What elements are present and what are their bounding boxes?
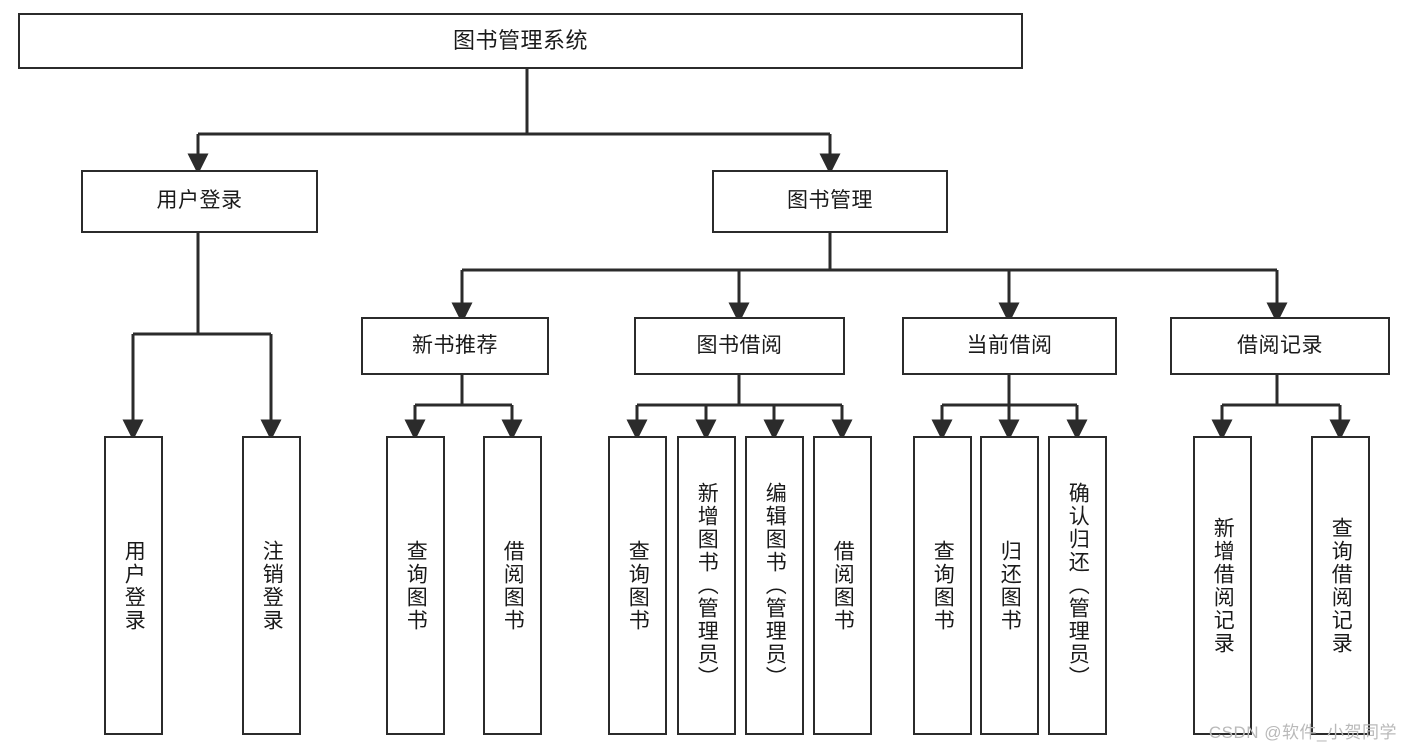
node-label: 图书管理系统 — [452, 28, 588, 54]
node-leaf-add-borrow-record[interactable]: 新增借阅记录 — [1193, 436, 1252, 735]
node-label: 新增借阅记录 — [1211, 516, 1235, 655]
node-label: 查询图书 — [931, 539, 955, 632]
node-root-system[interactable]: 图书管理系统 — [18, 13, 1023, 69]
node-label: 用户登录 — [122, 539, 146, 632]
node-leaf-query-borrow-record[interactable]: 查询借阅记录 — [1311, 436, 1370, 735]
node-label: 查询图书 — [404, 539, 428, 632]
node-leaf-return-book[interactable]: 归还图书 — [980, 436, 1039, 735]
node-book-management[interactable]: 图书管理 — [712, 170, 948, 233]
node-leaf-confirm-return-admin[interactable]: 确认归还（管理员） — [1048, 436, 1107, 735]
node-new-book-recommend[interactable]: 新书推荐 — [361, 317, 549, 375]
node-label: 编辑图书（管理员） — [763, 482, 787, 689]
node-label: 图书管理 — [787, 189, 873, 213]
node-leaf-add-book-admin[interactable]: 新增图书（管理员） — [677, 436, 736, 735]
node-label: 借阅记录 — [1237, 333, 1323, 357]
node-label: 借阅图书 — [501, 539, 525, 632]
node-leaf-query-book-current[interactable]: 查询图书 — [913, 436, 972, 735]
node-label: 注销登录 — [260, 539, 284, 632]
node-label: 用户登录 — [156, 189, 243, 213]
node-label: 新书推荐 — [412, 333, 498, 357]
node-current-borrow[interactable]: 当前借阅 — [902, 317, 1117, 375]
node-label: 查询借阅记录 — [1329, 516, 1353, 655]
node-label: 归还图书 — [998, 539, 1022, 632]
node-label: 查询图书 — [626, 539, 650, 632]
node-leaf-query-book[interactable]: 查询图书 — [608, 436, 667, 735]
node-leaf-borrow-book-recommend[interactable]: 借阅图书 — [483, 436, 542, 735]
node-user-login[interactable]: 用户登录 — [81, 170, 318, 233]
node-label: 确认归还（管理员） — [1066, 482, 1090, 689]
node-label: 新增图书（管理员） — [695, 482, 719, 689]
node-book-borrow[interactable]: 图书借阅 — [634, 317, 845, 375]
node-leaf-user-login[interactable]: 用户登录 — [104, 436, 163, 735]
node-leaf-borrow-book[interactable]: 借阅图书 — [813, 436, 872, 735]
node-leaf-edit-book-admin[interactable]: 编辑图书（管理员） — [745, 436, 804, 735]
node-leaf-query-book-recommend[interactable]: 查询图书 — [386, 436, 445, 735]
node-label: 借阅图书 — [831, 539, 855, 632]
node-label: 图书借阅 — [696, 333, 783, 357]
node-leaf-logout[interactable]: 注销登录 — [242, 436, 301, 735]
node-borrow-record[interactable]: 借阅记录 — [1170, 317, 1390, 375]
node-label: 当前借阅 — [966, 333, 1053, 357]
